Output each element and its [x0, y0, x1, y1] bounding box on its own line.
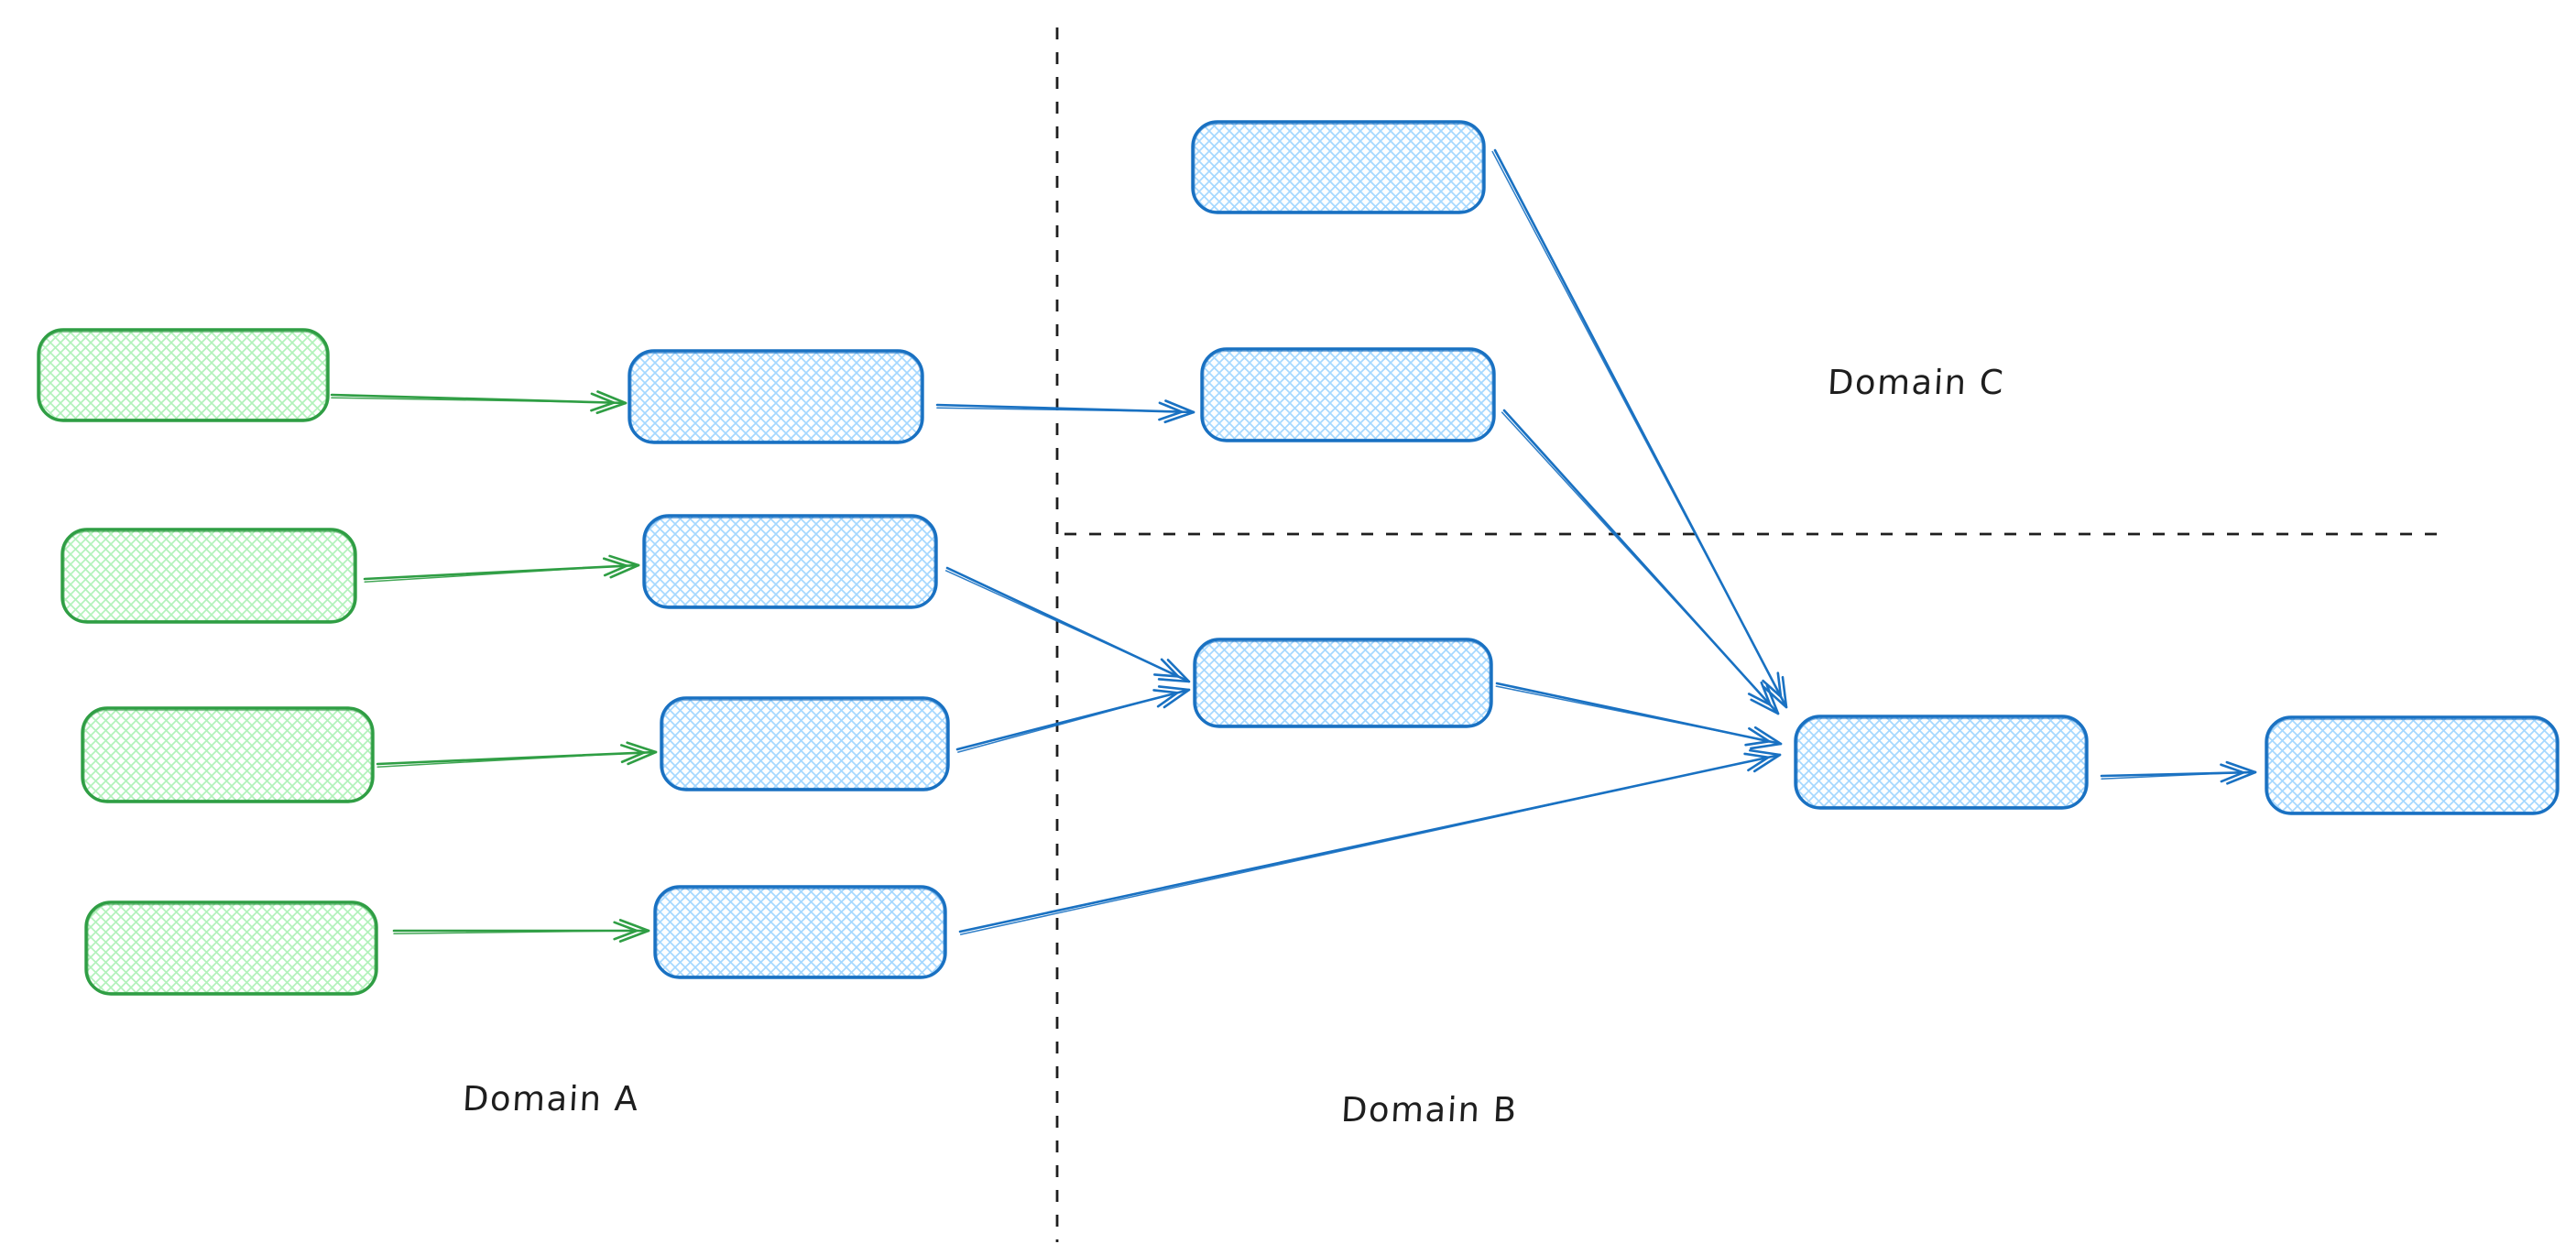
arrow-g4-to-t4 [392, 919, 650, 943]
arrow-c2-to-hub [1501, 409, 1780, 715]
arrow-t1-to-c2 [935, 399, 1195, 424]
arrow-t3-to-b1 [955, 685, 1191, 753]
domain-a-label: Domain A [461, 1079, 640, 1119]
upper-box-2 [1200, 347, 1496, 442]
arrow-t4-to-hub [958, 748, 1782, 935]
arrow-g3-to-t3 [376, 741, 658, 768]
domain-c-label: Domain C [1826, 363, 2006, 402]
edge-arrows [330, 148, 2257, 943]
hub-box [1794, 715, 2089, 810]
output-box [2265, 715, 2560, 815]
domain-b-label: Domain B [1339, 1090, 1519, 1130]
node-boxes [37, 120, 2560, 996]
upper-box-1 [1191, 120, 1486, 214]
source-box-2 [60, 528, 357, 624]
source-box-3 [81, 706, 375, 803]
arrow-hub-to-out [2100, 760, 2257, 785]
source-box-4 [84, 900, 378, 996]
arrow-b1-to-hub [1495, 682, 1783, 750]
domain-divider-lines [1055, 27, 2446, 1242]
source-box-1 [37, 328, 330, 422]
stage-box-4 [653, 885, 947, 979]
arrow-t2-to-b1 [944, 566, 1191, 683]
mid-box [1193, 638, 1493, 728]
arrow-g1-to-t1 [330, 390, 628, 415]
stage-box-3 [660, 696, 950, 791]
arrow-c1-to-hub [1491, 148, 1788, 709]
arrow-g2-to-t2 [363, 554, 640, 583]
stage-box-2 [642, 514, 938, 609]
stage-box-1 [628, 349, 924, 444]
